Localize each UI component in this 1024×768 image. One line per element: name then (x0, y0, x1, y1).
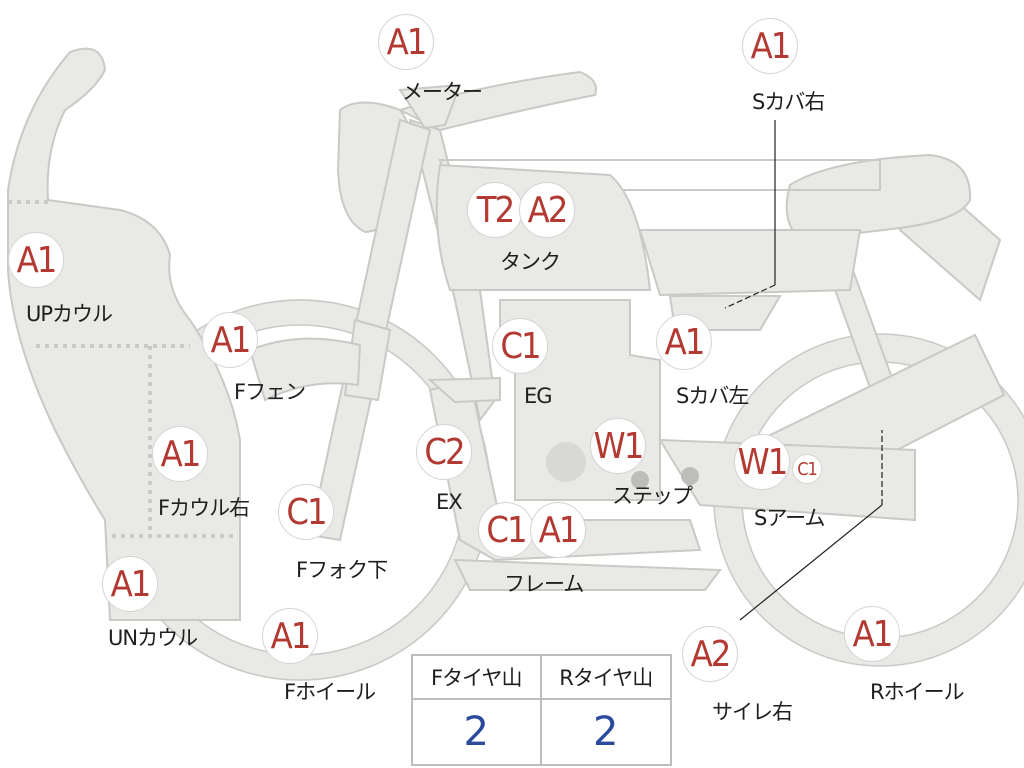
tire-tread-table: Fタイヤ山 Rタイヤ山 2 2 (411, 654, 672, 766)
grade-badge-un-cowl: A1 (102, 556, 158, 612)
label-meter: メーター (402, 80, 483, 104)
label-swingarm: Sアーム (754, 506, 825, 530)
label-r-wheel: Rホイール (870, 680, 965, 704)
grade-badge-exhaust: C2 (416, 424, 472, 480)
label-frame: フレーム (504, 572, 584, 596)
grade-badge-f-fork-lower: C1 (278, 484, 334, 540)
grade-badge-engine: C1 (492, 318, 548, 374)
label-s-cover-left: Sカバ左 (676, 384, 749, 408)
label-f-fork-lower: Fフォク下 (296, 558, 388, 582)
grade-badge-tank-2: A2 (519, 182, 575, 238)
label-f-cowl-right: Fカウル右 (158, 496, 250, 520)
grade-badge-frame-1: C1 (478, 502, 534, 558)
front-tire-value: 2 (413, 700, 542, 764)
grade-badge-f-fender: A1 (202, 312, 258, 368)
label-silencer-right: サイレ右 (712, 700, 793, 724)
leader-silencer-right (739, 504, 883, 621)
label-step: ステップ (612, 484, 693, 508)
grade-badge-s-cover-left: A1 (656, 314, 712, 370)
label-tank: タンク (500, 250, 561, 274)
grade-badge-silencer-right: A2 (682, 626, 738, 682)
rear-tire-value: 2 (593, 709, 619, 755)
grade-badge-f-wheel: A1 (262, 608, 318, 664)
label-exhaust: EX (436, 490, 463, 514)
grade-badge-tank-1: T2 (467, 182, 523, 238)
label-up-cowl: UPカウル (26, 302, 113, 326)
grade-badge-swingarm-1: W1 (734, 434, 790, 490)
label-f-fender: Fフェン (234, 380, 306, 404)
front-tire-header: Fタイヤ山 (413, 656, 542, 700)
label-engine: EG (524, 384, 553, 408)
grade-badge-swingarm-2: C1 (792, 454, 822, 484)
grade-badge-up-cowl: A1 (8, 232, 64, 288)
label-f-wheel: Fホイール (284, 680, 376, 704)
grade-badge-frame-2: A1 (530, 502, 586, 558)
grade-badge-r-wheel: A1 (844, 606, 900, 662)
label-s-cover-right: Sカバ右 (752, 90, 825, 114)
label-un-cowl: UNカウル (108, 626, 198, 650)
grade-badge-meter: A1 (378, 14, 434, 70)
rear-tire-header: Rタイヤ山 (541, 656, 670, 700)
side-cover-shape (638, 229, 862, 297)
grade-badge-s-cover-right: A1 (742, 18, 798, 74)
exhaust-shape (427, 376, 501, 404)
front-fender-shape (248, 337, 362, 402)
grade-badge-f-cowl-right: A1 (152, 426, 208, 482)
grade-badge-step: W1 (590, 418, 646, 474)
